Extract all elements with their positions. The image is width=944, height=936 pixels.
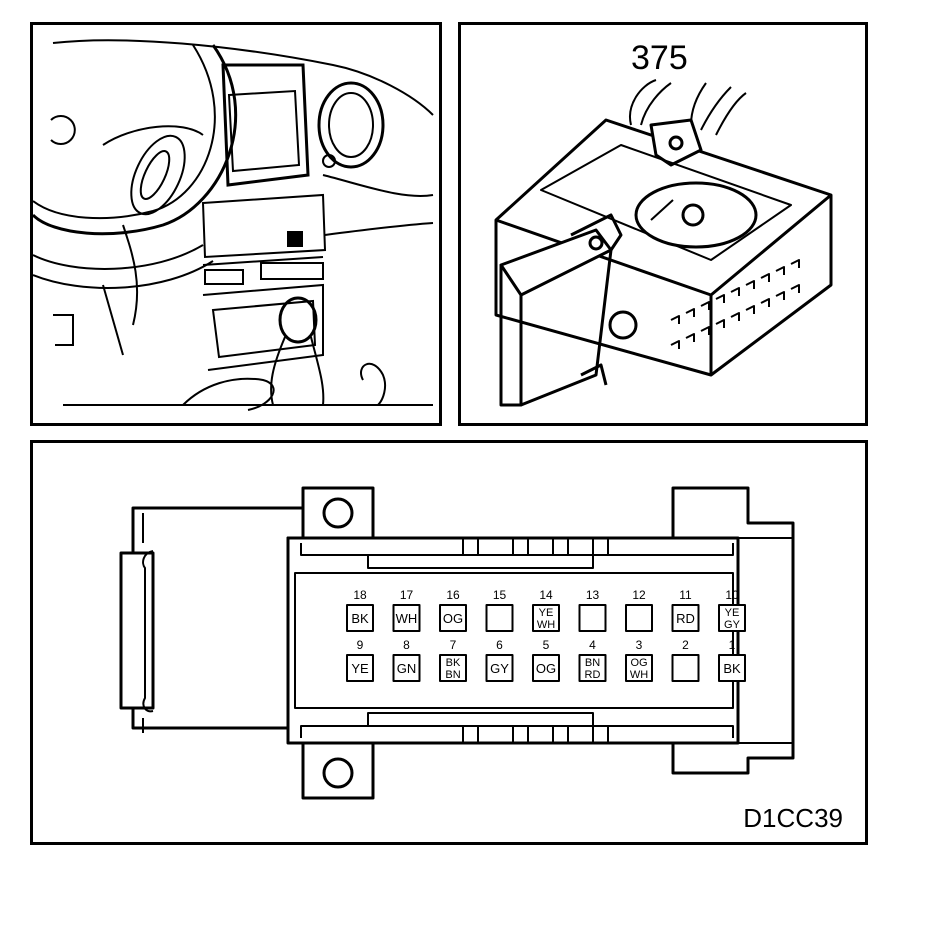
pin-number: 4 [589,638,596,652]
pin-wire-color: BK [723,661,741,676]
pin-wire-color: BK [351,611,369,626]
pin-number: 18 [353,588,367,602]
pin-wire-color: BN [445,669,460,681]
pin-number: 11 [679,588,692,602]
pin-cavity [346,604,374,632]
pin-number: 12 [632,588,646,602]
pin-wire-color: WH [630,669,648,681]
pin-5: 5OG [532,638,560,682]
pin-number: 7 [450,638,457,652]
pin-cavity [532,654,560,682]
pin-wire-color: BN [585,657,600,669]
connector-id-label: 375 [631,39,688,77]
pin-cavity [439,604,467,632]
figure-code-label: D1CC39 [743,803,843,833]
pin-wire-color: RD [585,669,601,681]
pin-6: 6GY [485,638,514,682]
pin-wire-color: RD [676,611,695,626]
pin-cavity [485,654,514,682]
pin-number: 16 [446,588,460,602]
dashboard-sketch [33,39,434,411]
pin-wire-color: WH [396,611,418,626]
pin-cavity [346,654,374,682]
pin-cavity [578,604,607,632]
pin-wire-color: YE [539,607,554,619]
pin-wire-color: YE [725,607,740,619]
pin-wire-color: GN [397,661,417,676]
pin-wire-color: BK [446,657,461,669]
pin-12: 12 [625,588,653,632]
pin-cavity [439,654,467,682]
connector-isometric-panel: 375 [458,22,868,426]
pin-2: 2 [671,638,700,682]
pin-cavity [485,604,514,632]
pin-number: 17 [400,588,414,602]
pin-number: 8 [403,638,410,652]
pin-cavity [392,604,421,632]
dashboard-location-panel [30,22,442,426]
pin-cavity [578,654,607,682]
pin-cavity [718,604,746,632]
pin-number: 9 [357,638,364,652]
pin-1: 1BK [718,638,746,682]
pin-cavity [392,654,421,682]
pin-cavity [532,604,560,632]
pin-number: 6 [496,638,503,652]
pin-cavity [718,654,746,682]
connector-isometric-drawing [494,79,833,407]
pin-cavity [671,654,700,682]
pin-wire-color: OG [443,611,463,626]
pin-number: 15 [493,588,507,602]
pin-wire-color: GY [724,619,741,631]
pin-wire-color: OG [536,661,556,676]
pin-cavity [671,604,700,632]
pin-number: 1 [729,638,736,652]
pin-15: 15 [485,588,514,632]
pin-cavity [625,604,653,632]
pin-wire-color: YE [351,661,369,676]
pin-cavity [625,654,653,682]
pin-9: 9YE [346,638,374,682]
pin-number: 13 [586,588,600,602]
pin-13: 13 [578,588,607,632]
pin-wire-color: GY [490,661,509,676]
pin-number: 14 [539,588,553,602]
pin-8: 8GN [392,638,421,682]
pin-number: 10 [725,588,739,602]
pin-number: 5 [543,638,550,652]
pin-number: 3 [636,638,643,652]
pin-wire-color: OG [630,657,647,669]
pin-number: 2 [682,638,689,652]
pin-wire-color: WH [537,619,555,631]
